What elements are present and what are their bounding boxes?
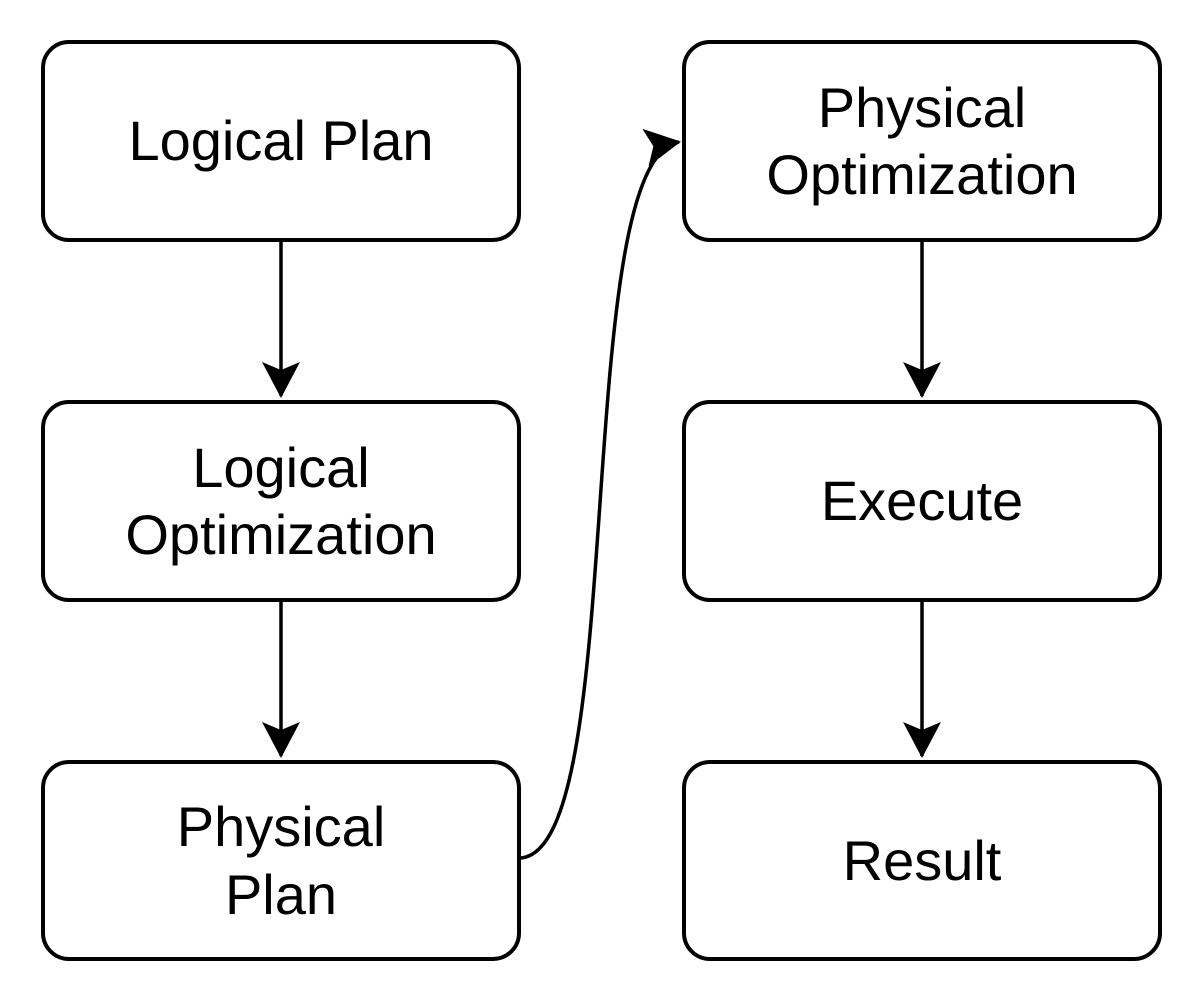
node-physical-optimization: Physical Optimization	[682, 40, 1162, 242]
edge-physical-plan-to-physical-optimization	[520, 129, 681, 860]
node-physical-plan: Physical Plan	[41, 760, 521, 961]
node-physical-plan-label: Physical Plan	[176, 795, 386, 926]
node-logical-optimization: Logical Optimization	[41, 400, 521, 602]
node-logical-plan: Logical Plan	[41, 40, 521, 242]
node-logical-optimization-label: Logical Optimization	[125, 435, 437, 566]
node-logical-plan-label: Logical Plan	[128, 109, 434, 173]
node-result: Result	[682, 760, 1162, 961]
node-execute-label: Execute	[820, 469, 1024, 533]
node-physical-optimization-label: Physical Optimization	[766, 75, 1078, 206]
node-result-label: Result	[842, 828, 1002, 892]
node-execute: Execute	[682, 400, 1162, 602]
